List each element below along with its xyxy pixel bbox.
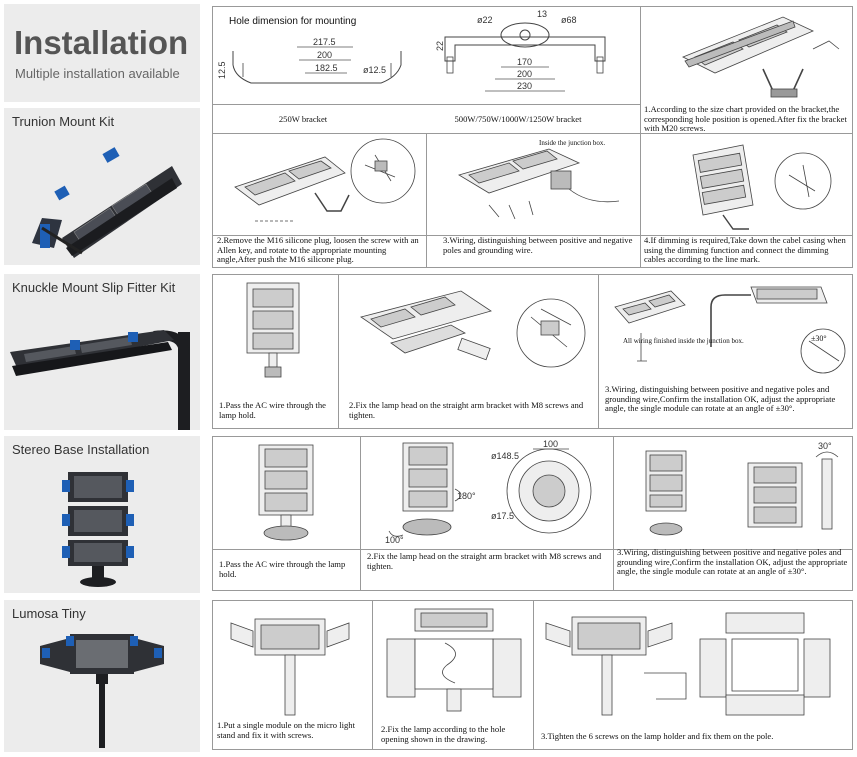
dim-500-5: 170 — [517, 57, 532, 67]
knuckle-step3-image: All wiring finished inside the junction … — [614, 286, 846, 374]
dim-500-7: 230 — [517, 81, 532, 91]
dim-250-2: 200 — [317, 50, 332, 60]
trunion-step2-image — [234, 138, 416, 222]
section-lumosa: Lumosa Tiny — [4, 600, 200, 752]
label-250w-bracket: 250W bracket — [278, 114, 328, 124]
section-trunion: Trunion Mount Kit — [4, 108, 200, 265]
section-stereo: Stereo Base Installation — [4, 436, 200, 593]
page-title: Installation — [14, 24, 189, 61]
section-knuckle: Knuckle Mount Slip Fitter Kit — [4, 274, 200, 430]
dim-500-2: 13 — [537, 9, 547, 19]
dim-250-4: 12.5 — [217, 61, 227, 79]
trunion-step1-text: 1.According to the size chart provided o… — [644, 104, 847, 134]
section-label-stereo: Stereo Base Installation — [12, 442, 150, 457]
stereo-step2-text: 2.Fix the lamp head on the straight arm … — [367, 551, 602, 571]
dim-500-4: 22 — [435, 41, 445, 51]
knuckle-step3-text: 3.Wiring, distinguishing between positiv… — [605, 384, 836, 414]
stereo-angle-180: 180° — [457, 491, 476, 501]
lumosa-step1-text: 1.Put a single module on the micro light… — [217, 720, 355, 740]
stereo-lamp-illustration — [62, 472, 134, 587]
dim-250-5: ø12.5 — [363, 65, 386, 75]
knuckle-note: All wiring finished inside the junction … — [623, 337, 744, 345]
stereo-step2-image: 180° 100° 100 ø148.5 ø17.5 — [385, 439, 592, 545]
knuckle-panel: 1.Pass the AC wire through the lamp hold… — [212, 274, 853, 429]
section-label-trunion: Trunion Mount Kit — [12, 114, 115, 129]
title-block: Installation Multiple installation avail… — [4, 4, 200, 102]
lumosa-lamp-illustration — [40, 634, 164, 748]
lumosa-panel: 1.Put a single module on the micro light… — [212, 600, 853, 750]
stereo-dim-100: 100 — [543, 439, 558, 449]
stereo-panel: 1.Pass the AC wire through the lamp hold… — [212, 436, 853, 591]
knuckle-step2-text: 2.Fix the lamp head on the straight arm … — [349, 400, 584, 420]
knuckle-step1-image — [246, 282, 300, 378]
knuckle-lamp-illustration — [10, 330, 190, 430]
hole-dimension-title: Hole dimension for mounting — [229, 16, 357, 27]
stereo-step1-text: 1.Pass the AC wire through the lamp hold… — [219, 559, 346, 579]
lumosa-step1-image — [230, 618, 350, 716]
label-500w-bracket: 500W/750W/1000W/1250W bracket — [454, 114, 582, 124]
knuckle-step2-image — [360, 290, 586, 368]
trunion-step4-text: 4.If dimming is required,Take down the c… — [644, 235, 846, 265]
stereo-angle-30: 30° — [818, 441, 832, 451]
page-subtitle: Multiple installation available — [15, 66, 180, 81]
dim-250-3: 182.5 — [315, 63, 338, 73]
lumosa-step3-image — [545, 612, 831, 716]
dim-500-3: ø68 — [561, 15, 577, 25]
trunion-step1-image — [682, 16, 840, 98]
trunion-step3-text: 3.Wiring, distinguishing between positiv… — [443, 235, 633, 255]
knuckle-step1-text: 1.Pass the AC wire through the lamp hold… — [219, 400, 326, 420]
stereo-step3-text: 3.Wiring, distinguishing between positiv… — [617, 547, 848, 577]
stereo-dim-148: ø148.5 — [491, 451, 519, 461]
trunion-panel: Hole dimension for mounting 217.5 200 18… — [212, 6, 853, 268]
bracket-250w-drawing: 217.5 200 182.5 12.5 ø12.5 — [217, 37, 402, 84]
trunion-step4-image — [692, 144, 832, 230]
dim-250-1: 217.5 — [313, 37, 336, 47]
trunion-step2-text: 2.Remove the M16 silicone plug, loosen t… — [217, 235, 419, 265]
dim-500-6: 200 — [517, 69, 532, 79]
lumosa-step2-text: 2.Fix the lamp according to the hole ope… — [381, 724, 506, 744]
lumosa-step2-image — [386, 608, 522, 712]
stereo-angle-100: 100° — [385, 535, 404, 545]
junction-note: Inside the junction box. — [539, 139, 605, 147]
stereo-step1-image — [258, 444, 314, 541]
bracket-500w-drawing: ø22 13 ø68 22 170 200 230 — [435, 9, 606, 92]
dim-500-1: ø22 — [477, 15, 493, 25]
stereo-dim-17: ø17.5 — [491, 511, 514, 521]
trunion-lamp-illustration — [32, 147, 182, 258]
section-label-knuckle: Knuckle Mount Slip Fitter Kit — [12, 280, 176, 295]
knuckle-angle: ±30° — [811, 334, 827, 343]
section-label-lumosa: Lumosa Tiny — [12, 606, 86, 621]
stereo-step3-image: 30° — [645, 441, 839, 536]
trunion-step3-image: Inside the junction box. — [458, 139, 620, 220]
lumosa-step3-text: 3.Tighten the 6 screws on the lamp holde… — [541, 731, 774, 741]
